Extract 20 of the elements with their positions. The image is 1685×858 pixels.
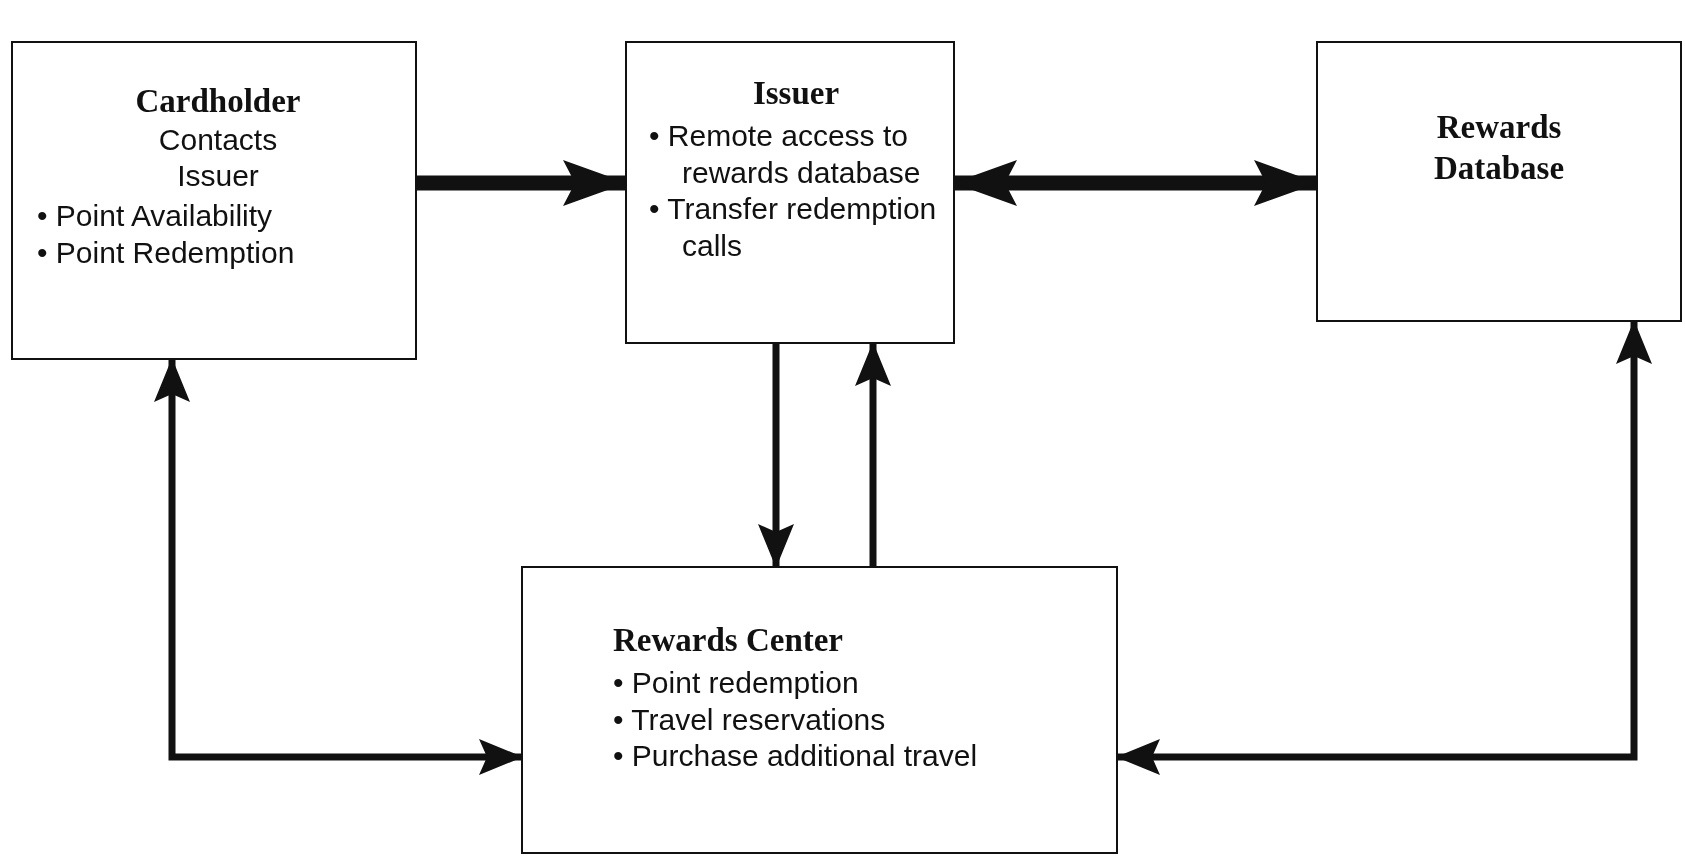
bullet-item: • Point Redemption <box>37 234 296 271</box>
process-box <box>625 41 955 344</box>
box-heading: Cardholder <box>134 82 302 121</box>
box-heading: Issuer <box>751 74 841 113</box>
bullet-item: • Point Availability <box>37 198 274 235</box>
bullet-item: • Travel reservations <box>613 701 887 738</box>
arrow <box>855 342 891 566</box>
arrow <box>758 344 794 568</box>
box-heading: Rewards Database <box>1432 108 1566 189</box>
process-box <box>521 566 1118 854</box>
arrow <box>417 160 627 206</box>
bullet-item: • Transfer redemption calls <box>649 191 938 265</box>
bullet-item: • Remote access to rewards database <box>649 118 922 191</box>
arrow <box>154 358 523 775</box>
process-box <box>1316 41 1682 322</box>
process-box <box>11 41 417 360</box>
box-subheading: Contacts Issuer <box>157 122 279 195</box>
box-heading: Rewards Center <box>613 621 845 660</box>
bullet-item: • Point redemption <box>613 665 860 702</box>
bullet-item: • Purchase additional travel <box>613 738 979 775</box>
